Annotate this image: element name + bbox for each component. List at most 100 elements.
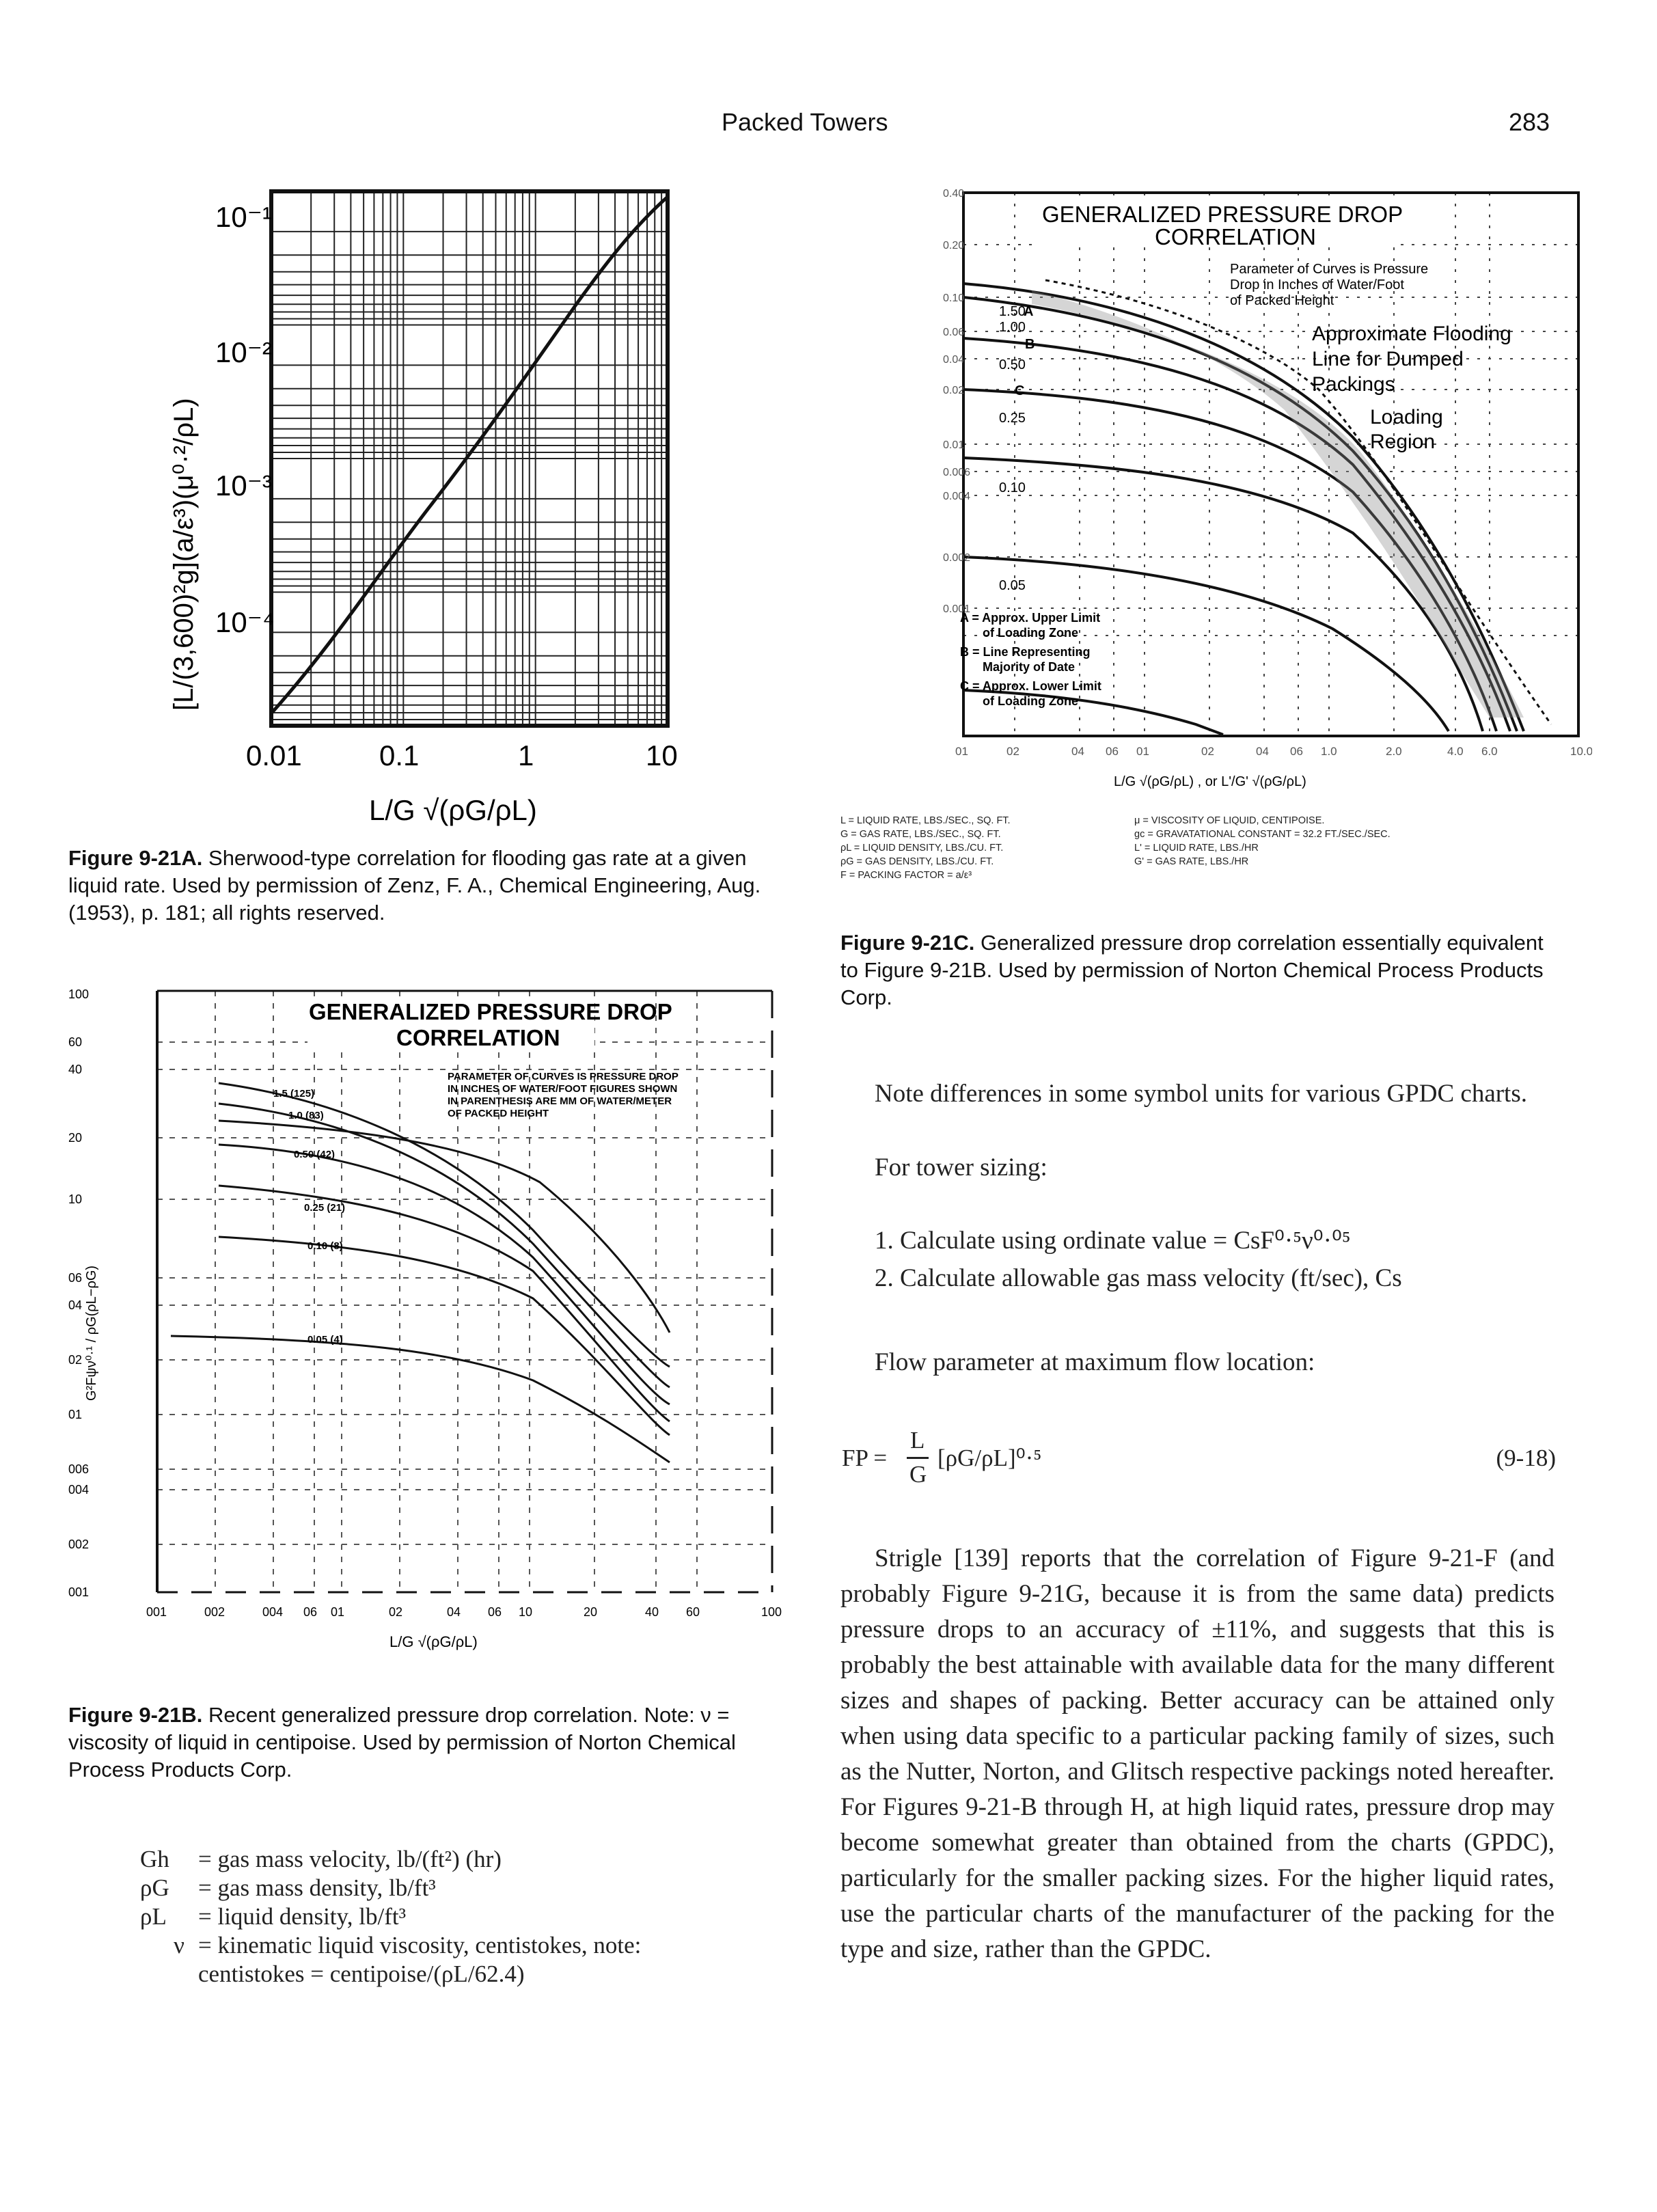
figure-9-21b-xtick: 06 — [303, 1605, 317, 1619]
figure-9-21c-xlabel: L/G √(ρG/ρL) , or L'/G' √(ρG/ρL) — [1114, 774, 1306, 789]
figure-9-21c-curve-label: 1.50 — [999, 304, 1026, 319]
figure-9-21b-caption-text: Recent generalized pressure drop correla… — [68, 1703, 736, 1781]
figure-9-21b-curve — [218, 1235, 670, 1436]
figure-9-21b-curve-label: 1.5 (125) — [273, 1088, 314, 1100]
figure-9-21c-letter: B — [1025, 337, 1035, 352]
figure-9-21c-definitions: L = LIQUID RATE, LBS./SEC., SQ. FT. G = … — [840, 815, 1391, 881]
figure-9-21c-curve — [963, 296, 1518, 732]
paragraph-flow-parameter: Flow parameter at maximum flow location: — [875, 1348, 1315, 1376]
figure-9-21c-frame — [962, 191, 1580, 737]
equation-rhs: [ρG/ρL]⁰·⁵ — [937, 1445, 1042, 1471]
symbol-definition: = liquid density, lb/ft³ — [198, 1903, 407, 1930]
figure-9-21a-grid — [271, 191, 668, 726]
figure-9-21a-xtick: 1 — [518, 739, 534, 772]
figure-9-21c-flooding-label: Approximate Flooding — [1312, 323, 1511, 345]
figure-9-21b-title-line1: GENERALIZED PRESSURE DROP — [309, 999, 672, 1024]
figure-9-21c-xtick: 06 — [1106, 745, 1119, 758]
figure-9-21c-curve — [963, 337, 1511, 732]
symbol-row: Gh = gas mass velocity, lb/(ft²) (hr) — [140, 1845, 776, 1874]
figure-9-21c-curve — [963, 282, 1525, 732]
figure-9-21c-xtick: 06 — [1290, 745, 1303, 758]
figure-9-21a-ytick: 10⁻⁴ — [215, 606, 275, 638]
figure-9-21b-curve-label: 0.50 (42) — [294, 1149, 335, 1160]
figure-9-21b-caption: Figure 9-21B. Recent generalized pressur… — [68, 1702, 789, 1784]
figure-9-21c-xtick: 10.0 — [1570, 745, 1592, 758]
figure-9-21c-ytick: 0.02 — [943, 385, 964, 396]
equation-denominator: G — [909, 1461, 927, 1488]
figure-9-21c-def-left: L = LIQUID RATE, LBS./SEC., SQ. FT. — [840, 815, 1011, 826]
equation-9-18: FP = L G [ρG/ρL]⁰·⁵ (9-18) — [842, 1421, 1556, 1497]
figure-9-21b-curve — [170, 1335, 670, 1464]
equation-fraction-bar — [907, 1457, 929, 1459]
figure-9-21c-xtick: 04 — [1071, 745, 1084, 758]
figure-9-21a-ylabel: [L/(3,600)²g](a/ε³)(μ⁰·²/ρL) — [169, 398, 199, 711]
figure-9-21b-xtick: 20 — [584, 1605, 597, 1619]
figure-9-21b-xtick: 100 — [761, 1605, 782, 1619]
figure-9-21c-letter: A — [1024, 304, 1033, 319]
figure-9-21b-note: IN INCHES OF WATER/FOOT FIGURES SHOWN — [448, 1083, 677, 1095]
figure-9-21b-curve — [218, 1184, 670, 1423]
figure-9-21c-flooding-label: Packings — [1312, 373, 1395, 396]
list-item-gas-velocity: 2. Calculate allowable gas mass velocity… — [875, 1264, 1402, 1292]
figure-9-21c-ytick: 0.20 — [943, 240, 964, 251]
figure-9-21b-ytick: 04 — [68, 1298, 82, 1312]
figure-9-21c-xtick: 01 — [1136, 745, 1149, 758]
figure-9-21b-ytick: 001 — [68, 1585, 89, 1599]
figure-9-21b-note: OF PACKED HEIGHT — [448, 1108, 549, 1119]
figure-9-21b-xtick: 002 — [204, 1605, 225, 1619]
figure-9-21b-ytick: 01 — [68, 1408, 82, 1421]
symbol-name: ρL — [140, 1903, 167, 1930]
running-title: Packed Towers — [722, 108, 888, 136]
equation-number: (9-18) — [1496, 1445, 1556, 1471]
figure-9-21a-ytick: 10⁻² — [215, 336, 272, 368]
figure-9-21b-note: IN PARENTHESIS ARE MM OF WATER/METER — [448, 1095, 672, 1107]
figure-9-21c-title-line2: CORRELATION — [1155, 224, 1316, 249]
figure-9-21c-caption-label: Figure 9-21C. — [840, 931, 975, 955]
figure-9-21c-def-right: μ = VISCOSITY OF LIQUID, CENTIPOISE. — [1134, 815, 1324, 826]
figure-9-21a-ytick: 10⁻¹ — [215, 201, 272, 233]
paragraph-tower-sizing: For tower sizing: — [875, 1153, 1047, 1182]
figure-9-21c-flooding-label: Line for Dumped — [1312, 348, 1464, 370]
figure-9-21c-def-left: ρL = LIQUID DENSITY, LBS./CU. FT. — [840, 843, 1003, 854]
symbol-list: Gh = gas mass velocity, lb/(ft²) (hr) ρG… — [140, 1845, 776, 1989]
figure-9-21b-curve-label: 1.0 (83) — [288, 1110, 324, 1121]
figure-9-21b-xtick: 06 — [488, 1605, 502, 1619]
figure-9-21c-legend: B = Line Representing — [960, 645, 1091, 659]
figure-9-21c-ytick: 0.006 — [943, 467, 970, 478]
equation-numerator: L — [910, 1427, 925, 1453]
figure-9-21c-legend: C = Approx. Lower Limit — [960, 679, 1101, 693]
figure-9-21a-caption-label: Figure 9-21A. — [68, 846, 203, 870]
figure-9-21c-def-left: F = PACKING FACTOR = a/ε³ — [840, 870, 972, 881]
figure-9-21c-curve — [963, 689, 1224, 736]
figure-9-21a: 10⁻¹ 10⁻² 10⁻³ 10⁻⁴ 0.01 0.1 1 10 L/G √(… — [157, 185, 717, 834]
paragraph-strigle: Strigle [139] reports that the correlati… — [840, 1544, 1555, 1963]
figure-9-21c-xtick: 01 — [955, 745, 968, 758]
figure-9-21c-curve-label: 1.00 — [999, 320, 1026, 335]
figure-9-21c-curve — [963, 556, 1450, 733]
figure-9-21c-ytick: 0.04 — [943, 354, 964, 366]
figure-9-21b-ytick: 006 — [68, 1462, 89, 1476]
figure-9-21b-curve — [218, 1143, 670, 1406]
figure-9-21b-xtick: 40 — [645, 1605, 659, 1619]
figure-9-21b-grid — [157, 991, 772, 1592]
figure-9-21a-plot: 10⁻¹ 10⁻² 10⁻³ 10⁻⁴ 0.01 0.1 1 10 L/G √(… — [169, 189, 678, 826]
figure-9-21c-xtick: 4.0 — [1447, 745, 1464, 758]
figure-9-21b-ytick: 02 — [68, 1353, 82, 1367]
figure-9-21c-xtick: 02 — [1006, 745, 1019, 758]
figure-9-21b-curves — [170, 1082, 671, 1464]
figure-9-21a-flooding-curve — [270, 195, 669, 715]
figure-9-21c-curve-label: 0.05 — [999, 578, 1026, 593]
figure-9-21c-ytick: 0.001 — [943, 603, 970, 615]
symbol-definition: = gas mass velocity, lb/(ft²) (hr) — [198, 1846, 502, 1872]
figure-9-21c-legend: Majority of Date — [983, 660, 1075, 674]
figure-9-21c-def-left: ρG = GAS DENSITY, LBS./CU. FT. — [840, 856, 994, 867]
figure-9-21c-curve — [963, 456, 1484, 732]
figure-9-21b-ytick: 100 — [68, 987, 89, 1001]
figure-9-21c-ytick: 0.10 — [943, 292, 964, 304]
figure-9-21a-ytick: 10⁻³ — [215, 469, 272, 502]
figure-9-21b-ytick: 40 — [68, 1063, 82, 1076]
figure-9-21a-xtick: 0.1 — [379, 739, 419, 772]
figure-9-21c-param-note: Drop in Inches of Water/Foot — [1230, 277, 1404, 292]
figure-9-21c-def-right: L' = LIQUID RATE, LBS./HR — [1134, 843, 1259, 854]
figure-9-21b-ytick: 002 — [68, 1538, 89, 1551]
